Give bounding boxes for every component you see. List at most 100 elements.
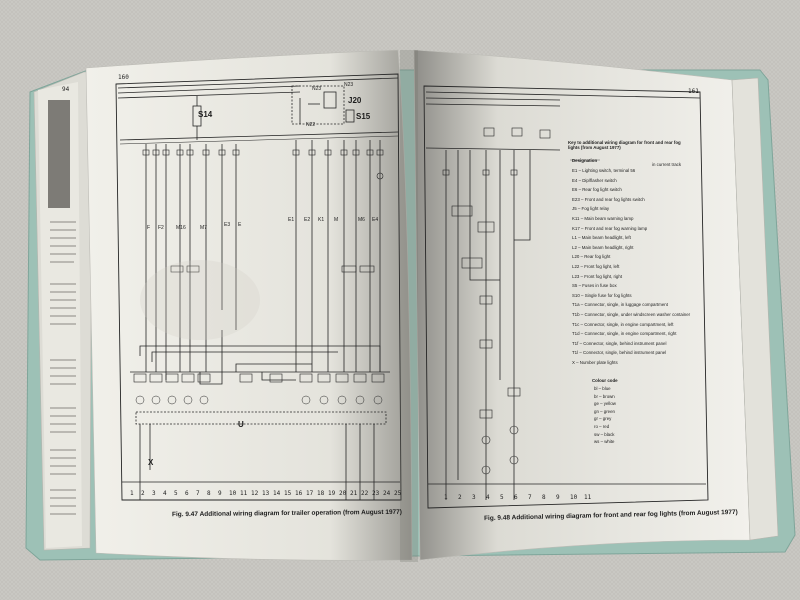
key-entry: T1f – Connector, single, behind instrume… bbox=[572, 340, 667, 346]
key-entry: T1d – Connector, single, in engine compa… bbox=[572, 331, 677, 337]
terminal-number: 5 bbox=[500, 494, 504, 501]
terminal-number: 24 bbox=[383, 490, 391, 497]
terminal-number: 15 bbox=[284, 490, 292, 497]
terminal-number: 13 bbox=[262, 490, 270, 497]
key-entry: L1 – Main beam headlight, left bbox=[572, 235, 631, 241]
colour-code-entry: ge – yellow bbox=[594, 401, 616, 407]
terminal-number: 14 bbox=[273, 490, 281, 497]
key-title: Key to additional wiring diagram for fro… bbox=[568, 140, 681, 150]
terminal-number: 17 bbox=[306, 490, 314, 497]
terminal-number: 7 bbox=[196, 490, 200, 497]
terminal-number: 5 bbox=[174, 490, 178, 497]
key-entry: T1c – Connector, single, in engine compa… bbox=[572, 321, 674, 327]
wire-label: M6 bbox=[358, 217, 365, 223]
wire-label: E bbox=[238, 222, 242, 228]
terminal-number: 6 bbox=[185, 490, 189, 497]
terminal-number: 3 bbox=[472, 494, 476, 501]
edge-page-text-lines bbox=[50, 221, 76, 515]
terminal-number: 4 bbox=[163, 490, 167, 497]
label-n23-top: N23 bbox=[312, 86, 322, 92]
key-entry: L22 – Front fog light, left bbox=[572, 264, 620, 269]
terminal-number: 21 bbox=[350, 490, 358, 497]
terminal-number: 18 bbox=[317, 490, 325, 497]
terminal-number: 9 bbox=[556, 494, 560, 501]
terminal-number: 16 bbox=[295, 490, 303, 497]
terminal-number: 8 bbox=[207, 490, 211, 497]
colour-code-title: Colour code bbox=[592, 378, 618, 383]
wire-label: F bbox=[147, 225, 151, 231]
terminal-number: 11 bbox=[584, 494, 592, 501]
label-n23: N23 bbox=[344, 82, 354, 88]
left-wiring-diagram bbox=[115, 73, 402, 501]
wire-label: K1 bbox=[318, 217, 325, 223]
terminal-number: 1 bbox=[130, 490, 134, 497]
edge-page-number: 94 bbox=[62, 86, 70, 93]
label-u: U bbox=[238, 420, 244, 429]
wire-label: M7 bbox=[200, 225, 207, 231]
terminal-number: 4 bbox=[486, 494, 490, 501]
key-entry: T1b – Connector, single, under windscree… bbox=[572, 312, 691, 317]
key-entry: J5 – Fog light relay bbox=[572, 206, 610, 212]
edge-page-photo bbox=[48, 100, 70, 208]
terminal-number: 2 bbox=[458, 494, 462, 501]
wire-label: M bbox=[334, 217, 339, 223]
terminal-number: 11 bbox=[240, 490, 248, 497]
terminal-number: 10 bbox=[570, 494, 578, 501]
wire-label: E2 bbox=[304, 217, 311, 223]
colour-code-entry: gn – green bbox=[594, 408, 615, 414]
label-x: X bbox=[148, 458, 154, 467]
key-header: Designation bbox=[572, 158, 598, 163]
key-entry: E6 – Rear fog light switch bbox=[572, 187, 622, 193]
key-entry: T1l – Connector, single, behind instrume… bbox=[572, 350, 667, 356]
left-page-number: 160 bbox=[118, 74, 129, 81]
right-page-number: 161 bbox=[688, 88, 699, 95]
key-entry: L2 – Main beam headlight, right bbox=[572, 244, 634, 250]
label-n22: N22 bbox=[306, 122, 316, 128]
key-entry: X – Number plate lights bbox=[572, 360, 618, 365]
terminal-number: 25 bbox=[394, 490, 402, 497]
colour-code-entry: bl – blue bbox=[594, 386, 611, 391]
colour-code-entry: ws – white bbox=[594, 439, 615, 445]
terminal-number: 3 bbox=[152, 490, 156, 497]
key-entry: S5 – Fuses in fuse box bbox=[572, 283, 617, 289]
terminal-number: 20 bbox=[339, 490, 347, 497]
terminal-number: 2 bbox=[141, 490, 145, 497]
wire-label: F2 bbox=[158, 225, 164, 231]
left-page bbox=[85, 49, 413, 561]
label-s14: S14 bbox=[198, 110, 213, 119]
key-entry: L20 – Rear fog light bbox=[572, 254, 611, 260]
key-entry: E1 – Lighting switch, terminal 56 bbox=[572, 168, 636, 173]
wire-label: E1 bbox=[288, 217, 295, 223]
terminal-number: 22 bbox=[361, 490, 369, 497]
page-stain bbox=[140, 260, 260, 340]
label-j20: J20 bbox=[348, 96, 362, 105]
key-entry: S10 – Single fuse for fog lights bbox=[572, 292, 632, 298]
terminal-number: 10 bbox=[229, 490, 237, 497]
right-page bbox=[413, 49, 751, 561]
terminal-number: 1 bbox=[444, 494, 448, 501]
right-wiring-diagram bbox=[423, 85, 709, 509]
key-entry: E23 – Front and rear fog lights switch bbox=[572, 196, 645, 202]
terminal-number: 23 bbox=[372, 490, 380, 497]
terminal-number: 6 bbox=[514, 494, 518, 501]
colour-code-entry: ro – red bbox=[594, 424, 610, 429]
key-entry: K17 – Front and rear fog warning lamp bbox=[572, 225, 648, 231]
colour-code-entry: sw – black bbox=[594, 431, 615, 437]
key-entry: E4 – Dip/flasher switch bbox=[572, 177, 617, 183]
terminal-number: 8 bbox=[542, 494, 546, 501]
key-entry: L23 – Front fog light, right bbox=[572, 273, 623, 279]
colour-code-entry: gr – grey bbox=[594, 416, 612, 422]
colour-code-entry: br – brown bbox=[594, 393, 615, 399]
spine-shadow bbox=[400, 50, 418, 562]
wire-label: E4 bbox=[372, 217, 379, 223]
label-s15: S15 bbox=[356, 112, 371, 121]
key-current-track: in current track bbox=[652, 162, 682, 167]
key-entry: K11 – Main beam warning lamp bbox=[572, 216, 634, 221]
wire-label: E3 bbox=[224, 222, 231, 228]
terminal-number: 9 bbox=[218, 490, 222, 497]
key-entry: T1a – Connector, single, in luggage comp… bbox=[572, 302, 668, 308]
right-page-stack bbox=[731, 77, 779, 541]
terminal-number: 19 bbox=[328, 490, 336, 497]
terminal-number: 7 bbox=[528, 494, 532, 501]
